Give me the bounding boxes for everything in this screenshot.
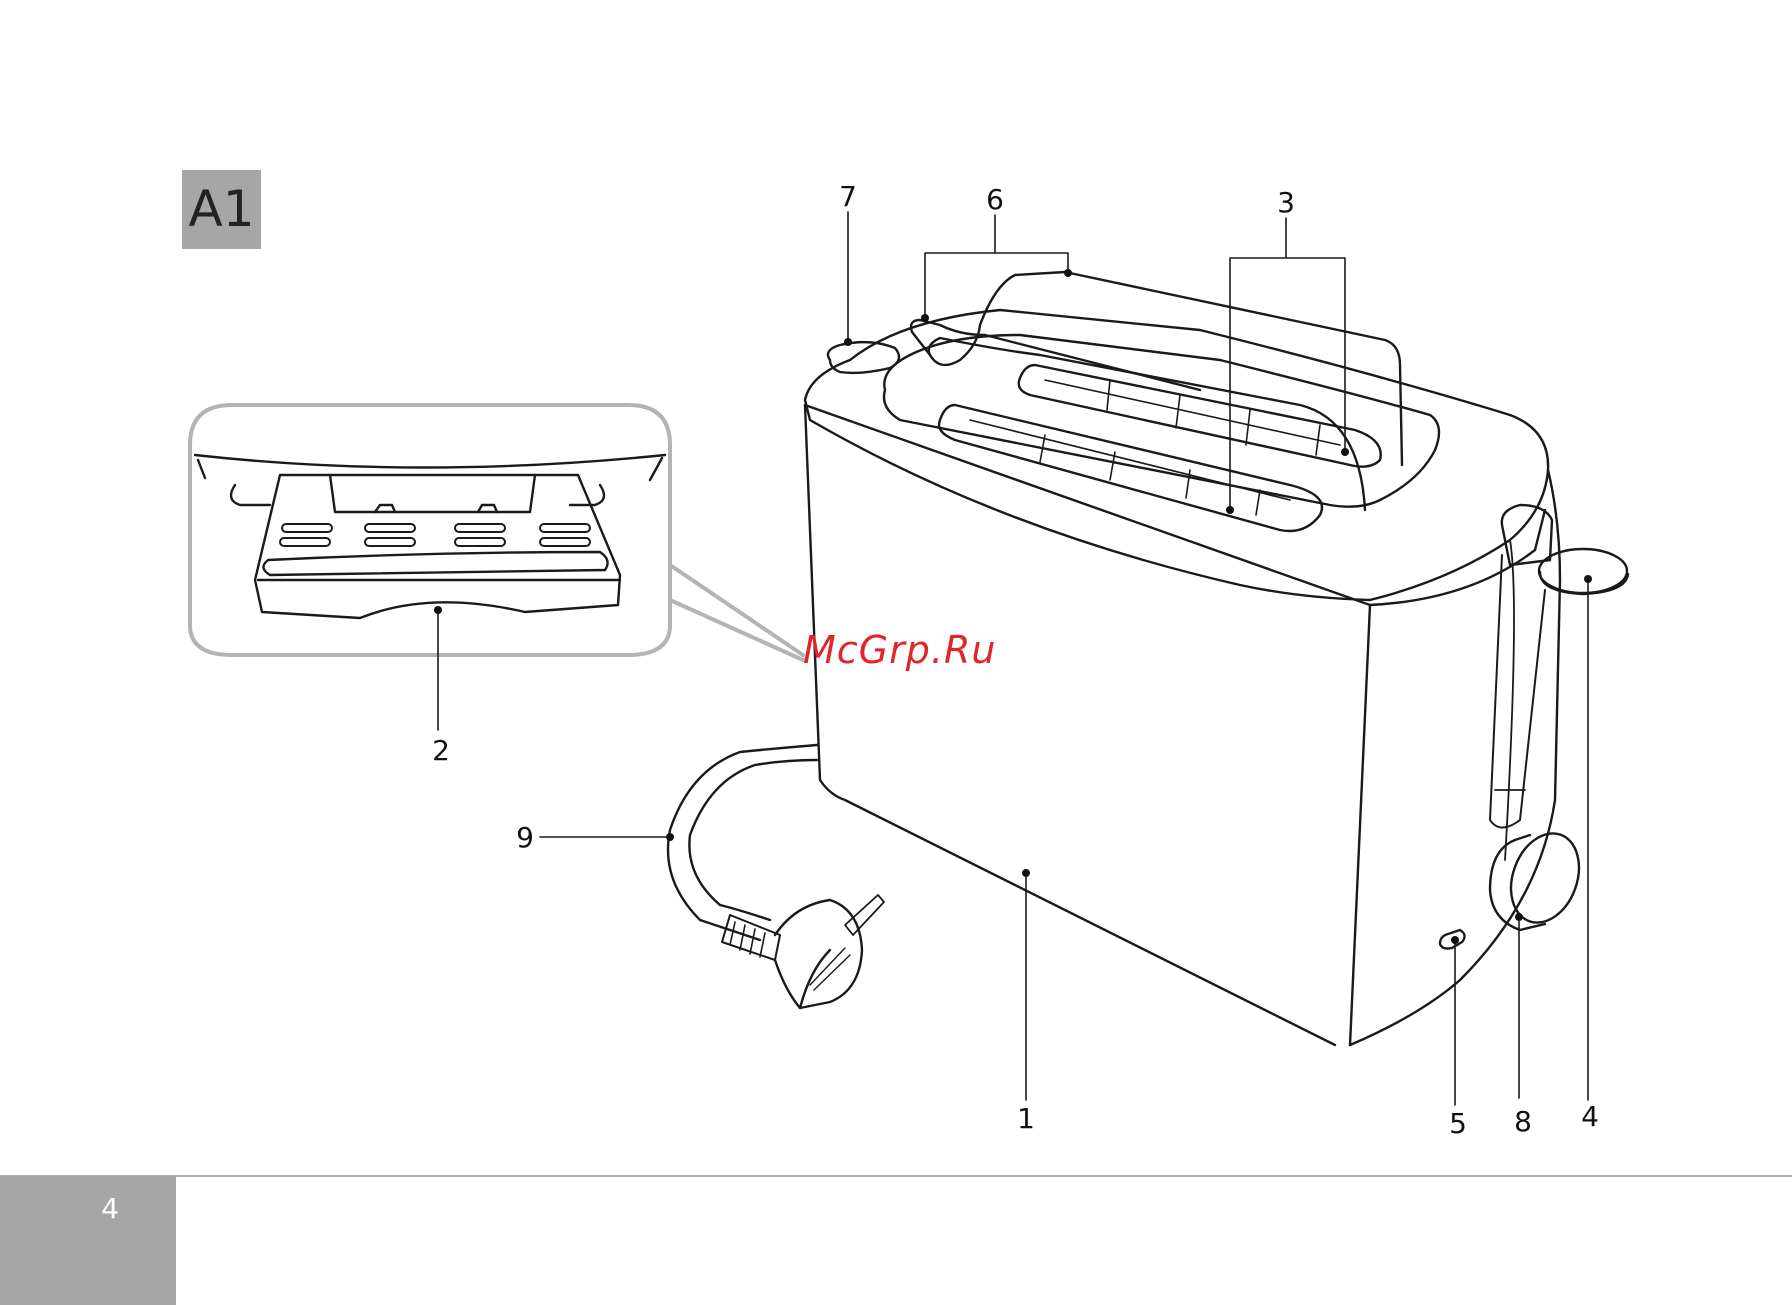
callout-7: 7 — [839, 180, 857, 213]
callout-2: 2 — [432, 734, 450, 767]
crumb-tray-inset — [190, 405, 803, 660]
callout-9: 9 — [516, 821, 534, 854]
callout-5: 5 — [1449, 1107, 1467, 1140]
callout-6: 6 — [986, 183, 1004, 216]
page-number: 4 — [0, 1192, 220, 1225]
browning-knob — [1490, 824, 1591, 932]
callout-3: 3 — [1277, 186, 1295, 219]
warming-rack — [911, 272, 1402, 510]
lever-knob — [1539, 549, 1627, 593]
callout-4: 4 — [1581, 1100, 1599, 1133]
leader-lines — [438, 212, 1588, 1105]
inset-frame — [190, 405, 670, 655]
top-knob — [828, 342, 899, 373]
callout-1: 1 — [1017, 1102, 1035, 1135]
inset-pointer — [670, 565, 803, 660]
footer-rule — [0, 1175, 1792, 1177]
watermark: McGrp.Ru — [803, 628, 996, 672]
callout-8: 8 — [1514, 1105, 1532, 1138]
power-cord — [668, 745, 817, 940]
